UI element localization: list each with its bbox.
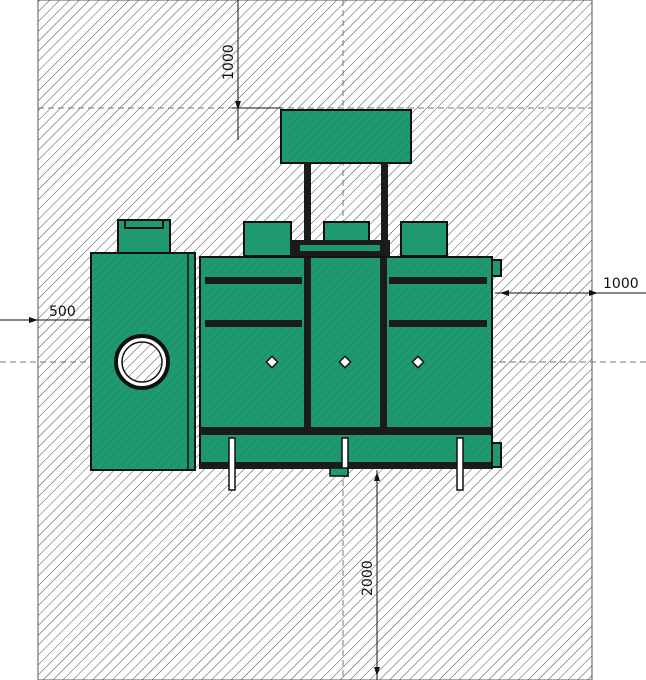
transformer-equipment <box>90 109 502 491</box>
support-leg-right <box>381 163 388 243</box>
top-box-right <box>400 221 448 257</box>
top-box-left <box>243 221 292 257</box>
dimension-top-label: 1000 <box>221 44 237 80</box>
dimension-left-label: 500 <box>49 304 76 320</box>
dimension-right-label: 1000 <box>603 276 639 292</box>
dimension-bottom-label: 2000 <box>360 560 376 596</box>
dimension-bottom: 2000 <box>360 470 380 680</box>
dimension-top: 1000 <box>221 0 282 140</box>
support-leg-left <box>304 163 311 243</box>
dimension-left: 500 <box>0 304 92 323</box>
dimension-right: 1000 <box>495 276 646 296</box>
